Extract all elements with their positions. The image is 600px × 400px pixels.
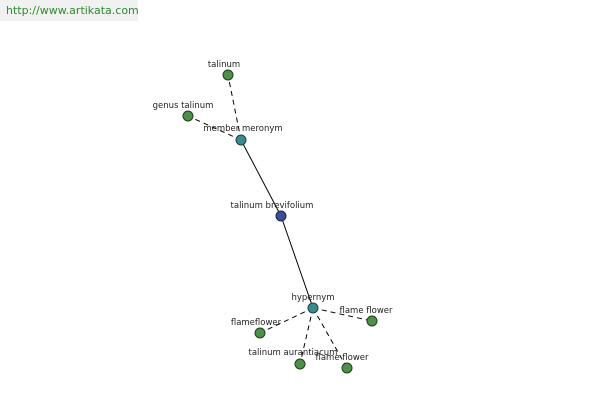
edge-hypernym-talinum-aurantiacum xyxy=(299,307,314,365)
node-talinum-aurantiacum[interactable] xyxy=(294,358,306,370)
label-flame-flower-bottom: flame flower xyxy=(315,353,369,363)
node-flame-flower-right[interactable] xyxy=(366,315,378,327)
label-genus-talinum: genus talinum xyxy=(153,101,214,111)
label-talinum: talinum xyxy=(208,60,240,70)
label-talinum-brevifolium: talinum brevifolium xyxy=(231,201,314,211)
edge-hypernym-flame-flower-right xyxy=(312,307,373,322)
edge-center-member-meronym xyxy=(240,139,282,217)
label-flameflower: flameflower xyxy=(231,318,282,328)
node-flame-flower-bottom[interactable] xyxy=(341,362,353,374)
label-flame-flower-right: flame flower xyxy=(339,306,393,316)
node-flameflower[interactable] xyxy=(254,327,266,339)
label-hypernym: hypernym xyxy=(291,293,334,303)
node-talinum[interactable] xyxy=(222,69,234,81)
node-talinum-brevifolium[interactable] xyxy=(275,210,287,222)
label-member-meronym: member meronym xyxy=(203,124,282,134)
edge-hypernym-flameflower xyxy=(259,307,314,334)
label-talinum-aurantiacum: talinum aurantiacum xyxy=(249,348,338,358)
node-hypernym[interactable] xyxy=(307,302,319,314)
node-genus-talinum[interactable] xyxy=(182,110,194,122)
edge-member-meronym-talinum xyxy=(227,74,242,141)
edge-center-hypernym xyxy=(280,215,314,309)
node-member-meronym[interactable] xyxy=(235,134,247,146)
edge-member-meronym-genus-talinum xyxy=(187,115,242,141)
edge-hypernym-flame-flower-bottom xyxy=(312,307,348,369)
watermark-link[interactable]: http://www.artikata.com xyxy=(0,0,139,21)
